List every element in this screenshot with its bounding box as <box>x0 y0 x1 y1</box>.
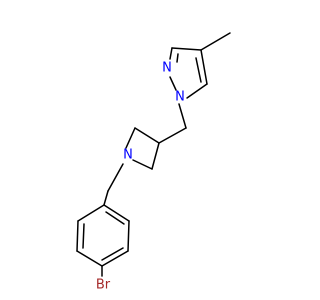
bond-ar-1 <box>103 204 130 222</box>
atom-n-azetidine: N <box>123 148 133 163</box>
bond-ar-3 <box>101 250 129 267</box>
bond-ar-inner-a <box>105 211 125 225</box>
atom-br: Br <box>96 278 111 293</box>
bond-ar-6 <box>77 204 105 222</box>
bond-az-n-c4 <box>132 159 153 170</box>
bond-c3-c4 <box>171 47 202 51</box>
bond-n2-c3-double <box>176 53 179 63</box>
bond-n1-n2 <box>169 76 177 91</box>
atom-n-pyrazole-2: N <box>162 61 172 76</box>
bond-ar-inner-c <box>82 223 85 249</box>
bond-n2-c3 <box>169 47 173 60</box>
atom-labels: N N N Br <box>96 61 185 293</box>
structure-canvas: N N N Br <box>76 32 231 293</box>
bond-c4-c5 <box>200 49 208 85</box>
atom-label-n-pyrazole-1: N <box>175 90 185 105</box>
bond-n1-ch2 <box>178 103 187 129</box>
bond-ar-2 <box>127 220 130 252</box>
bond-c5-n1 <box>186 83 208 99</box>
bond-az-c4-c3 <box>151 142 160 170</box>
bond-ch2-azetidine <box>158 127 187 144</box>
bond-c5-c4-double <box>195 57 202 83</box>
bond-ar-5 <box>76 220 79 252</box>
atom-label-n-azetidine: N <box>123 148 133 163</box>
molecule-diagram: N N N Br <box>76 32 231 293</box>
bond-methyl <box>200 32 231 51</box>
bonds <box>76 32 231 277</box>
bond-ch2-aryl <box>103 190 109 206</box>
bond-n-ch2 <box>107 163 124 192</box>
atom-label-br: Br <box>96 278 111 293</box>
bond-ar-4 <box>76 250 103 267</box>
bond-az-c2-n <box>125 127 136 149</box>
atom-n-pyrazole-1: N <box>175 90 185 105</box>
bond-ar-inner-b <box>101 247 124 261</box>
atom-label-n-pyrazole-2: N <box>162 61 172 76</box>
bond-az-c3-c2 <box>134 127 160 144</box>
